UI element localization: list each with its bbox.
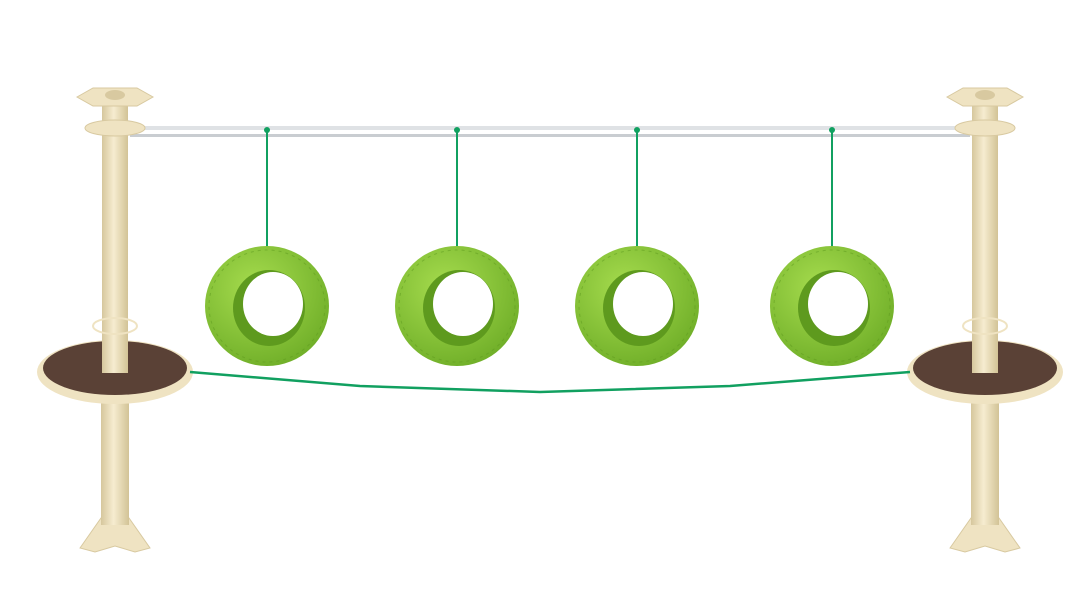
tire-hole xyxy=(613,272,673,336)
post-lower xyxy=(101,390,129,525)
rope-clip xyxy=(829,127,835,133)
rope-clip xyxy=(264,127,270,133)
post-ring xyxy=(962,317,1008,335)
right-post xyxy=(907,87,1063,553)
tire-tread xyxy=(208,249,326,363)
tire-swing xyxy=(770,127,894,366)
tire-tread xyxy=(773,249,891,363)
post-cap-hole xyxy=(975,90,995,100)
rope-clip xyxy=(454,127,460,133)
tire-hole xyxy=(808,272,868,336)
tire-tread xyxy=(398,249,516,363)
bottom-rope xyxy=(189,370,911,394)
tire-swing xyxy=(205,127,329,366)
top-bar xyxy=(130,126,970,137)
post-clamp xyxy=(954,119,1016,137)
tire-swing xyxy=(395,127,519,366)
post-lower xyxy=(971,390,999,525)
post-ring xyxy=(92,317,138,335)
tire-tread xyxy=(578,249,696,363)
tire-hole xyxy=(243,272,303,336)
post-cap-hole xyxy=(105,90,125,100)
post-upper xyxy=(102,105,128,373)
tire-hole xyxy=(433,272,493,336)
left-post xyxy=(37,87,193,553)
post-clamp xyxy=(84,119,146,137)
tire-swing xyxy=(575,127,699,366)
post-upper xyxy=(972,105,998,373)
rope-clip xyxy=(634,127,640,133)
